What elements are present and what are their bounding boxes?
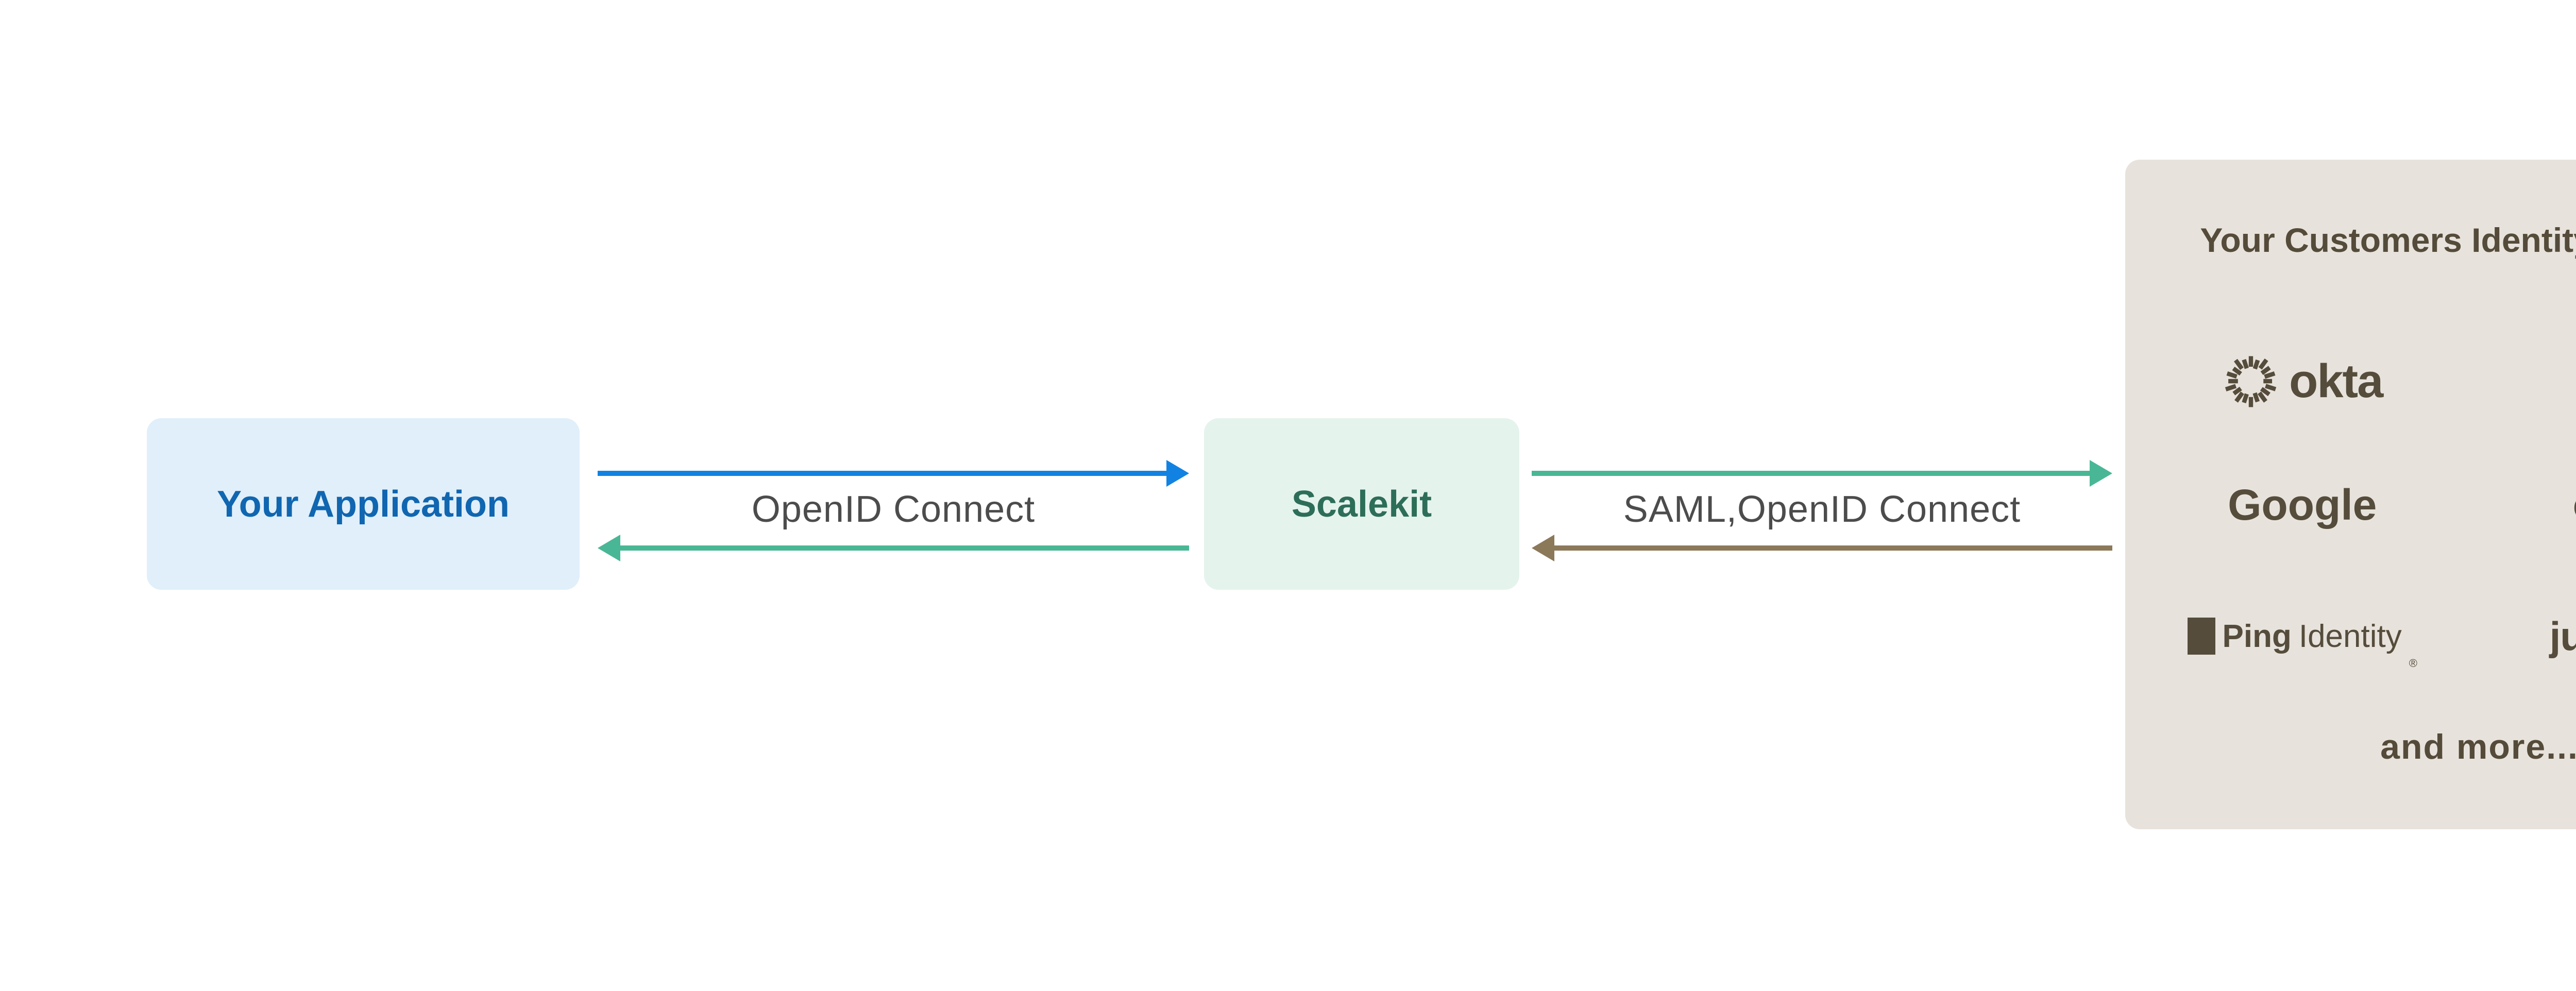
okta-wordmark: okta [2289, 354, 2383, 407]
your-application-box: Your Application [147, 418, 580, 590]
scalekit-box: Scalekit [1204, 418, 1519, 590]
arrow-line [1532, 471, 2090, 476]
provider-okta: okta [2125, 337, 2480, 425]
arrow-left-return-icon [598, 535, 1189, 561]
ping-wordmark-bold: Ping [2222, 618, 2292, 654]
arrow-head-right-icon [2090, 460, 2112, 487]
arrow-head-right-icon [1166, 460, 1189, 487]
arrow-line [598, 471, 1166, 476]
arrow-left-return-icon [1532, 535, 2112, 561]
and-more-label: and more... [2380, 727, 2576, 766]
identity-providers-panel: Your Customers Identity Providers [2125, 160, 2576, 829]
connection-scalekit-idps: SAML,OpenID Connect [1532, 453, 2112, 587]
google-wordmark: Google [2228, 480, 2377, 529]
your-application-label: Your Application [217, 483, 510, 525]
provider-onelogin: onelogin [2480, 464, 2576, 546]
identity-providers-title: Your Customers Identity Providers [2200, 221, 2576, 259]
ping-registered-mark: ® [2409, 657, 2417, 670]
arrow-line [620, 545, 1189, 551]
ping-square-icon [2187, 618, 2215, 655]
provider-row-1: okta Azure [2125, 337, 2576, 425]
scalekit-label: Scalekit [1291, 483, 1432, 525]
jumpcloud-wordmark: jumpcloud [2549, 613, 2576, 659]
connection-label-openid-connect: OpenID Connect [751, 489, 1036, 530]
connection-label-saml-openid: SAML,OpenID Connect [1623, 489, 2021, 530]
arrow-line [1554, 545, 2112, 551]
onelogin-wordmark: onelogin [2573, 481, 2576, 528]
arrow-head-left-icon [598, 535, 620, 561]
connection-app-scalekit: OpenID Connect [598, 453, 1189, 587]
provider-azure: Azure [2480, 337, 2576, 425]
okta-sunburst-icon [2225, 356, 2277, 407]
arrow-head-left-icon [1532, 535, 1554, 561]
provider-row-2: Google onelogin [2125, 464, 2576, 546]
provider-jumpcloud: jumpcloud TM [2480, 595, 2576, 677]
provider-google: Google [2125, 464, 2480, 546]
arrow-right-saml-icon [1532, 460, 2112, 487]
arrow-right-openid-icon [598, 460, 1189, 487]
ping-wordmark-regular: Identity [2298, 618, 2402, 654]
